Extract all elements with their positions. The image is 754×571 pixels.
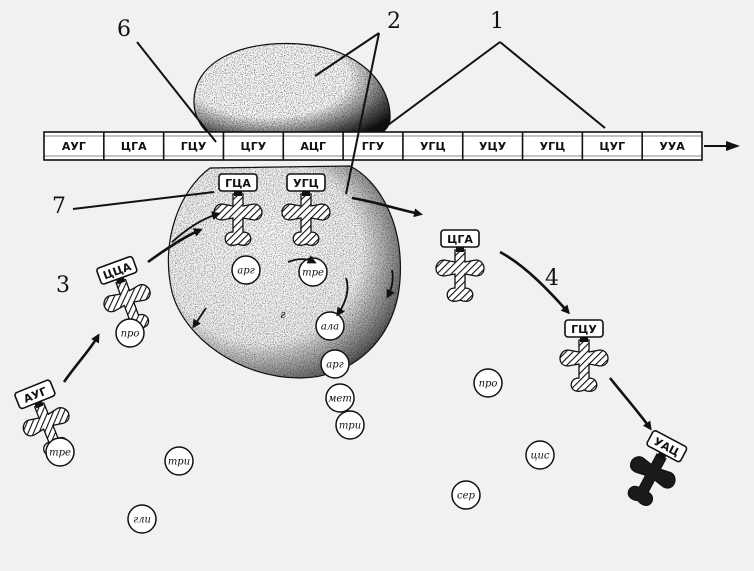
codon-label: ГЦУ bbox=[181, 140, 207, 153]
label-7: 7 bbox=[52, 194, 66, 219]
codon-cell: УУА bbox=[641, 132, 685, 160]
anticodon-label: ГЦА bbox=[225, 177, 251, 190]
anticodon-box bbox=[14, 379, 56, 410]
ribosome-large-subunit bbox=[193, 42, 391, 141]
amino-acid-label: арг bbox=[237, 266, 254, 277]
codon-label: ГГУ bbox=[362, 140, 385, 153]
trna-body bbox=[281, 193, 331, 246]
codon-cell: УГЦ bbox=[521, 132, 566, 160]
anticodon-label: УГЦ bbox=[293, 177, 319, 190]
codon-cell: УЦУ bbox=[461, 132, 507, 160]
amino-acid-label: тре bbox=[302, 268, 324, 279]
peptide-residue: ала bbox=[315, 311, 345, 341]
codon-label: АУГ bbox=[62, 140, 86, 153]
anticodon-box bbox=[440, 229, 480, 248]
amino-acid-label: гли bbox=[133, 515, 151, 526]
codon-label: ЦУГ bbox=[599, 140, 625, 153]
amino-acid-incoming-3: про bbox=[115, 318, 145, 348]
anticodon-label: ЦГА bbox=[447, 233, 473, 246]
amino-acid-label: про bbox=[479, 379, 498, 390]
trna-body bbox=[627, 453, 676, 507]
codon-label: УГЦ bbox=[540, 140, 566, 153]
codon-cell: УГЦ bbox=[402, 132, 446, 160]
flow-arrows bbox=[62, 196, 652, 431]
free-amino-acids: три гли про цис сер bbox=[127, 368, 555, 534]
codon-cell: ЦГА bbox=[103, 132, 147, 160]
mrna-strand: АУГ ЦГА ГЦУ ЦГУ АЦГ ГГУ УГЦ УЦУ УГЦ ЦУГ УУА bbox=[43, 131, 703, 161]
trna-bound-left: ГЦА bbox=[213, 173, 263, 246]
peptide-residue: арг bbox=[320, 349, 350, 379]
anticodon-box bbox=[96, 255, 138, 285]
amino-acid-label: про bbox=[121, 329, 140, 340]
label-6: 6 bbox=[117, 17, 131, 42]
free-amino-acid: про bbox=[473, 368, 503, 398]
amino-acid-label: три bbox=[339, 421, 361, 432]
trna-body bbox=[559, 339, 609, 392]
free-amino-acid: гли bbox=[127, 504, 157, 534]
codon-cell: ЦГУ bbox=[222, 132, 267, 160]
label-4: 4 bbox=[545, 266, 559, 291]
label-1: 1 bbox=[490, 9, 504, 34]
codon-cell: ГЦУ bbox=[162, 132, 207, 160]
mrna-direction-arrow bbox=[704, 141, 740, 151]
amino-acid-label: арг bbox=[326, 360, 343, 371]
codon-cell: ГГУ bbox=[342, 132, 385, 160]
amino-acid-label: ала bbox=[321, 322, 339, 333]
small-subunit-label: г bbox=[280, 308, 286, 321]
peptide-residue: мет bbox=[325, 383, 355, 413]
codon-label: УГЦ bbox=[420, 140, 446, 153]
anticodon-box bbox=[564, 319, 604, 338]
codon-label: ЦГУ bbox=[241, 140, 267, 153]
trna-leaving-2: ГЦУ bbox=[559, 319, 609, 392]
trna-bound-right: УГЦ bbox=[281, 173, 331, 246]
ribosome-cycle-arrows bbox=[171, 211, 395, 329]
codon-cell: АЦГ bbox=[282, 132, 326, 160]
free-amino-acid: цис bbox=[525, 440, 555, 470]
codon-label: УУА bbox=[659, 140, 685, 153]
codon-label: УЦУ bbox=[479, 140, 507, 153]
free-amino-acid: три bbox=[164, 446, 194, 476]
anticodon-box bbox=[286, 173, 326, 192]
ribosome-small-subunit bbox=[167, 165, 401, 379]
amino-acid-label: сер bbox=[457, 491, 476, 502]
peptide-chain: ала арг мет три bbox=[315, 311, 365, 440]
peptide-residue: три bbox=[335, 410, 365, 440]
anticodon-box bbox=[646, 430, 688, 463]
label-2: 2 bbox=[387, 9, 401, 34]
amino-acid-bound-left: арг bbox=[231, 255, 261, 285]
codon-label: ЦГА bbox=[121, 140, 147, 153]
free-amino-acid: сер bbox=[451, 480, 481, 510]
amino-acid-label: тре bbox=[49, 448, 71, 459]
label-3: 3 bbox=[56, 273, 70, 298]
amino-acid-incoming-bottom: тре bbox=[45, 437, 75, 467]
trna-leaving-1: ЦГА bbox=[435, 229, 485, 302]
label-leader-lines bbox=[72, 32, 606, 210]
trna-leaving-3: УАЦ bbox=[627, 430, 688, 507]
amino-acid-label: мет bbox=[328, 394, 352, 405]
trna-body bbox=[435, 249, 485, 302]
amino-acid-label: цис bbox=[530, 451, 549, 462]
codon-cell: ЦУГ bbox=[581, 132, 625, 160]
codon-label: АЦГ bbox=[300, 140, 326, 153]
anticodon-label: ГЦУ bbox=[571, 323, 597, 336]
amino-acid-label: три bbox=[168, 457, 190, 468]
codon-cell: АУГ bbox=[62, 140, 86, 153]
anticodon-box bbox=[218, 173, 258, 192]
